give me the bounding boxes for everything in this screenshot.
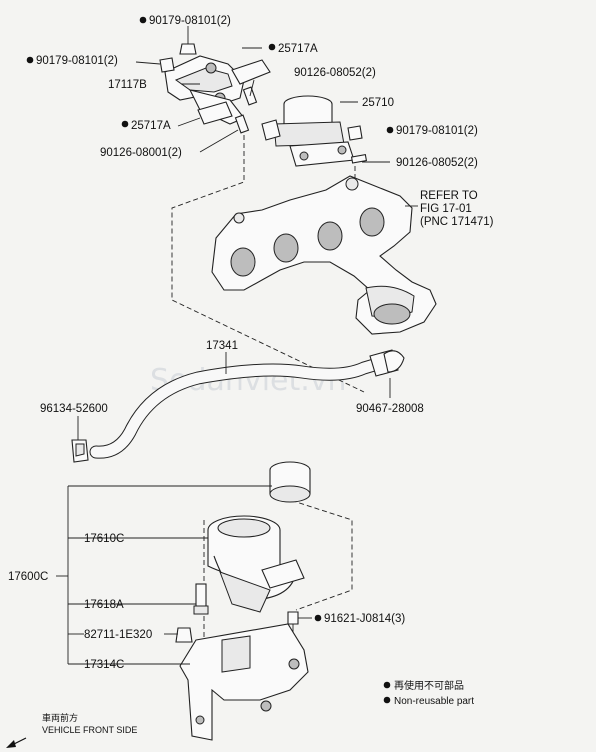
air-pump-17610c (207, 515, 305, 613)
refer-line-1: REFER TO (420, 190, 478, 202)
callout-90467-28008: 90467-28008 (356, 403, 424, 415)
legend-mark-jp (383, 681, 391, 689)
air-switching-valve-25710 (261, 95, 355, 167)
non-reusable-mark (268, 43, 276, 51)
callout-96134-52600: 96134-52600 (40, 403, 108, 415)
callout-25710: 25710 (362, 97, 394, 109)
callout-90179-08101-left: 90179-08101(2) (36, 55, 118, 67)
legend-en: Non-reusable part (394, 696, 474, 707)
callout-17618a: 17618A (84, 599, 124, 611)
non-reusable-mark (121, 120, 129, 128)
hose-clamp-90467 (383, 350, 405, 373)
stud-90126-08052-right (350, 154, 368, 164)
non-reusable-mark (314, 614, 322, 622)
bracket-17314c (179, 623, 309, 741)
grommet-82711 (175, 627, 193, 643)
filter-cap (269, 461, 311, 503)
refer-line-3: (PNC 171471) (420, 216, 494, 228)
legend-jp: 再使用不可部品 (394, 679, 464, 692)
direction-jp: 車両前方 (42, 712, 78, 723)
callout-17117b: 17117B (108, 79, 147, 91)
callout-90179-08101-right: 90179-08101(2) (396, 125, 478, 137)
callout-82711-1e320: 82711-1E320 (84, 629, 152, 641)
direction-en: VEHICLE FRONT SIDE (42, 725, 137, 735)
nut-90179-right (347, 125, 363, 141)
non-reusable-mark (26, 56, 34, 64)
non-reusable-mark (386, 126, 394, 134)
air-hose-17341 (89, 349, 399, 459)
bolt-90179-left (135, 57, 175, 73)
exhaust-manifold (211, 175, 437, 335)
refer-line-2: FIG 17-01 (420, 203, 472, 215)
sensor-17618a (193, 583, 209, 615)
callout-90126-08052-top: 90126-08052(2) (294, 67, 376, 79)
callout-25717a-top: 25717A (278, 43, 318, 55)
callout-17610c: 17610C (84, 533, 124, 545)
callout-17600c: 17600C (8, 571, 48, 583)
non-reusable-mark (139, 16, 147, 24)
callout-25717a-mid: 25717A (131, 120, 171, 132)
hose-clip-96134 (71, 439, 89, 463)
callout-17341: 17341 (206, 340, 238, 352)
callout-90126-08001: 90126-08001(2) (100, 147, 182, 159)
callout-90179-08101-top: 90179-08101(2) (149, 15, 231, 27)
gasket-25717a-top (231, 59, 271, 85)
callout-17314c: 17314C (84, 659, 124, 671)
vehicle-front-arrow-icon (6, 737, 27, 748)
callout-91621-j0814: 91621-J0814(3) (324, 613, 405, 625)
legend-mark-en (383, 696, 391, 704)
gasket-25717a-mid (197, 101, 233, 125)
bolt-90179-top (179, 26, 197, 55)
callout-90126-08052-right: 90126-08052(2) (396, 157, 478, 169)
